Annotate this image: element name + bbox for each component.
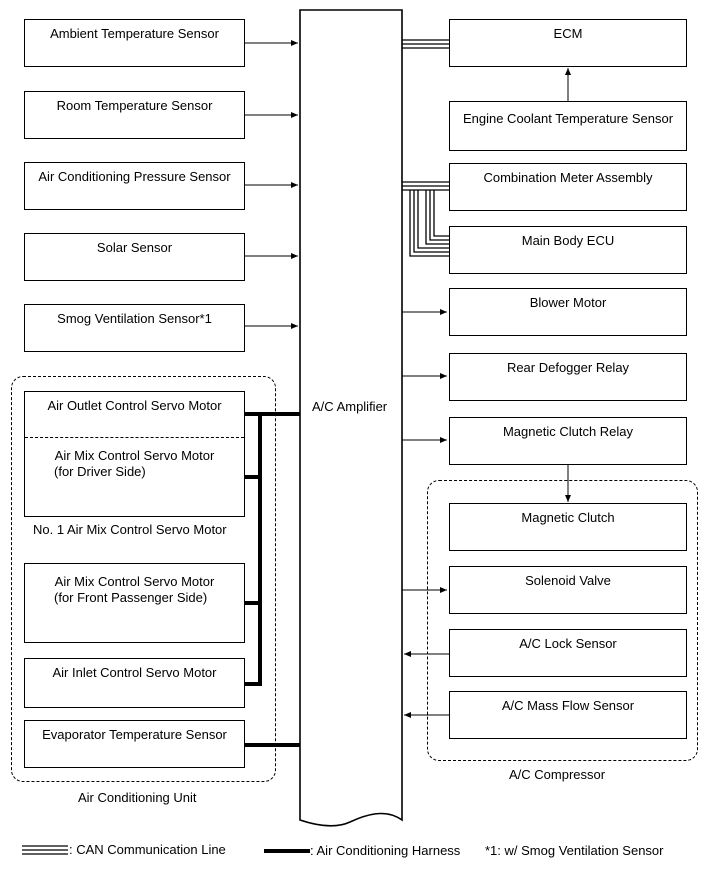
engine-coolant-temperature-sensor: Engine Coolant Temperature Sensor — [449, 101, 687, 151]
air-mix-driver-line1: Air Mix Control Servo Motor — [54, 448, 215, 463]
air-conditioning-pressure-sensor-label: Air Conditioning Pressure Sensor — [38, 169, 231, 184]
air-inlet-servo: Air Inlet Control Servo Motor — [24, 658, 245, 708]
solenoid-valve: Solenoid Valve — [449, 566, 687, 614]
combination-meter-assembly-label: Combination Meter Assembly — [483, 170, 653, 185]
air-mix-driver-servo: Air Mix Control Servo Motor (for Driver … — [25, 448, 244, 480]
solar-sensor: Solar Sensor — [24, 233, 245, 281]
room-temperature-sensor: Room Temperature Sensor — [24, 91, 245, 139]
air-conditioning-unit-label: Air Conditioning Unit — [78, 790, 197, 805]
blower-motor-label: Blower Motor — [529, 295, 607, 310]
evaporator-temperature-sensor: Evaporator Temperature Sensor — [24, 720, 245, 768]
amplifier-label: A/C Amplifier — [312, 399, 388, 414]
ambient-temperature-sensor-label: Ambient Temperature Sensor — [50, 26, 219, 41]
legend-can-label: : CAN Communication Line — [69, 842, 226, 857]
ac-mass-flow-sensor-label: A/C Mass Flow Sensor — [501, 698, 635, 713]
combination-meter-assembly: Combination Meter Assembly — [449, 163, 687, 211]
ac-mass-flow-sensor: A/C Mass Flow Sensor — [449, 691, 687, 739]
servo-divider — [25, 437, 244, 438]
can-line-ecm — [402, 39, 449, 49]
solar-sensor-label: Solar Sensor — [96, 240, 173, 255]
rear-defogger-relay-label: Rear Defogger Relay — [506, 360, 630, 375]
ambient-temperature-sensor: Ambient Temperature Sensor — [24, 19, 245, 67]
air-inlet-servo-label: Air Inlet Control Servo Motor — [52, 665, 217, 680]
engine-coolant-temperature-sensor-label: Engine Coolant Temperature Sensor — [462, 111, 674, 126]
ac-lock-sensor-label: A/C Lock Sensor — [519, 636, 617, 651]
legend-harness-label: : Air Conditioning Harness — [310, 843, 461, 858]
air-outlet-servo-label: Air Outlet Control Servo Motor — [47, 398, 222, 413]
smog-ventilation-sensor: Smog Ventilation Sensor*1 — [24, 304, 245, 352]
magnetic-clutch: Magnetic Clutch — [449, 503, 687, 551]
can-line-meter-body — [402, 181, 449, 257]
legend-note: *1: w/ Smog Ventilation Sensor — [485, 843, 664, 858]
magnetic-clutch-relay-label: Magnetic Clutch Relay — [502, 424, 634, 439]
main-body-ecu-label: Main Body ECU — [521, 233, 615, 248]
main-body-ecu: Main Body ECU — [449, 226, 687, 274]
amplifier-outline — [299, 9, 403, 827]
magnetic-clutch-label: Magnetic Clutch — [521, 510, 615, 525]
evaporator-temperature-sensor-label: Evaporator Temperature Sensor — [42, 727, 227, 742]
blower-motor: Blower Motor — [449, 288, 687, 336]
rear-defogger-relay: Rear Defogger Relay — [449, 353, 687, 401]
legend-can-symbol — [22, 845, 68, 855]
solenoid-valve-label: Solenoid Valve — [525, 573, 611, 588]
air-mix-passenger-servo: Air Mix Control Servo Motor (for Front P… — [24, 563, 245, 643]
ac-compressor-label: A/C Compressor — [509, 767, 606, 782]
ac-lock-sensor: A/C Lock Sensor — [449, 629, 687, 677]
ecm: ECM — [449, 19, 687, 67]
air-conditioning-unit-group — [11, 376, 276, 782]
ecm-label: ECM — [553, 26, 583, 41]
magnetic-clutch-relay: Magnetic Clutch Relay — [449, 417, 687, 465]
ac-compressor-group — [427, 480, 698, 761]
air-mix-driver-line2: (for Driver Side) — [54, 464, 146, 479]
no1-air-mix-servo-label: No. 1 Air Mix Control Servo Motor — [33, 522, 227, 537]
air-conditioning-pressure-sensor: Air Conditioning Pressure Sensor — [24, 162, 245, 210]
room-temperature-sensor-label: Room Temperature Sensor — [56, 98, 213, 113]
air-mix-passenger-line2: (for Front Passenger Side) — [54, 590, 208, 605]
smog-ventilation-sensor-label: Smog Ventilation Sensor*1 — [57, 311, 212, 326]
air-mix-passenger-line1: Air Mix Control Servo Motor — [54, 574, 215, 589]
no1-air-mix-servo-box: Air Outlet Control Servo Motor Air Mix C… — [24, 391, 245, 517]
